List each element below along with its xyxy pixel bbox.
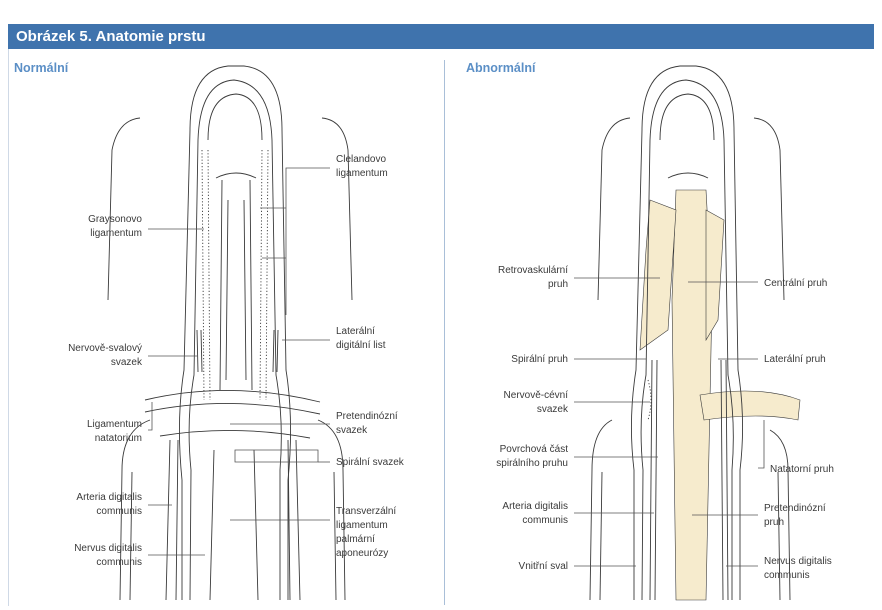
label-lateralni-list-2: digitální list xyxy=(336,340,386,351)
label-nervus-2: communis xyxy=(96,557,142,568)
label-lateralni-pruh: Laterální pruh xyxy=(764,354,826,365)
leader-lines-normal xyxy=(148,168,330,555)
label-nervove-cevni-1: Nervově-cévní xyxy=(504,390,569,401)
natatory-cord-highlight xyxy=(700,391,800,420)
label-nervove-svalovy-2: svazek xyxy=(111,357,143,368)
label-transverzalni-4: aponeurózy xyxy=(336,548,388,559)
label-transverzalni-2: ligamentum xyxy=(336,520,388,531)
label-ligamentum-natatorium-2: natatorium xyxy=(95,433,142,444)
label-retrovaskularni-2: pruh xyxy=(548,279,568,290)
label-arteria-1: Arteria digitalis xyxy=(76,492,142,503)
label-povrchova-1: Povrchová část xyxy=(500,444,569,455)
label-povrchova-2: spirálního pruhu xyxy=(496,458,568,469)
leader-lines-abnormal xyxy=(574,278,764,566)
label-spiralni-pruh: Spirální pruh xyxy=(511,354,568,365)
label-nervus-abn-2: communis xyxy=(764,570,810,581)
label-pretendinozni-2: svazek xyxy=(336,425,368,436)
label-pretendinozni-pruh-1: Pretendinózní xyxy=(764,503,826,514)
labels-normal: Clelandovo ligamentum Graysonovo ligamen… xyxy=(68,154,405,568)
label-clelandovo-2: ligamentum xyxy=(336,168,388,179)
label-nervove-svalovy-1: Nervově-svalový xyxy=(68,343,142,354)
label-nervus-abn-1: Nervus digitalis xyxy=(764,556,832,567)
label-retrovaskularni-1: Retrovaskulární xyxy=(498,265,568,276)
label-spiralni-svazek: Spirální svazek xyxy=(336,457,405,468)
label-nervus-1: Nervus digitalis xyxy=(74,543,142,554)
label-vnitrni-sval: Vnitřní sval xyxy=(519,561,568,572)
label-centralni: Centrální pruh xyxy=(764,278,827,289)
retrovascular-cord-highlight xyxy=(640,200,676,350)
label-transverzalni-3: palmární xyxy=(336,534,375,545)
label-natatorni: Natatorní pruh xyxy=(770,464,834,475)
label-ligamentum-natatorium-1: Ligamentum xyxy=(87,419,142,430)
label-transverzalni-1: Transverzální xyxy=(336,506,396,517)
label-lateralni-list-1: Laterální xyxy=(336,326,375,337)
label-graysonovo-1: Graysonovo xyxy=(88,214,142,225)
label-arteria-abn-1: Arteria digitalis xyxy=(502,501,568,512)
label-pretendinozni-pruh-2: pruh xyxy=(764,517,784,528)
lateral-cord-highlight xyxy=(706,210,724,340)
label-clelandovo-1: Clelandovo xyxy=(336,154,386,165)
label-graysonovo-2: ligamentum xyxy=(90,228,142,239)
label-nervove-cevni-2: svazek xyxy=(537,404,569,415)
label-pretendinozni-1: Pretendinózní xyxy=(336,411,398,422)
label-arteria-2: communis xyxy=(96,506,142,517)
label-arteria-abn-2: communis xyxy=(522,515,568,526)
